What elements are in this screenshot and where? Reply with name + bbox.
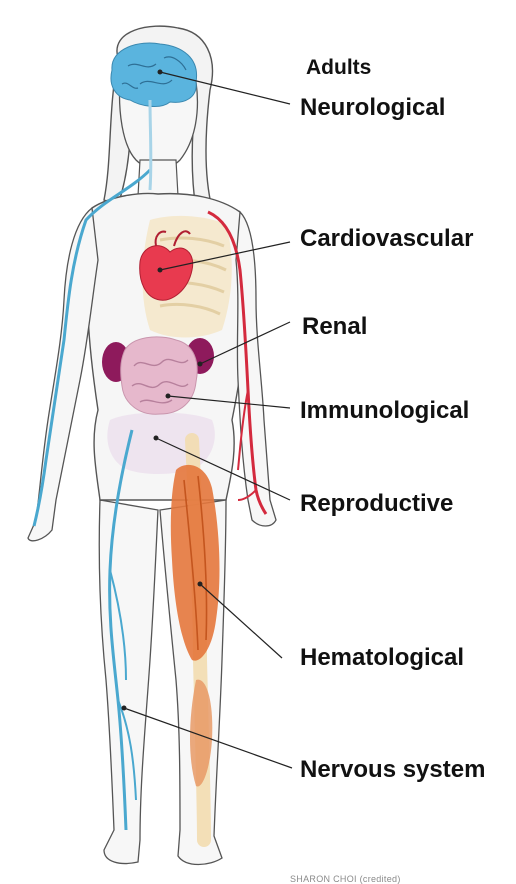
label-cardiovascular: Cardiovascular — [300, 225, 473, 253]
brain — [111, 43, 197, 106]
dot-cardiovascular — [158, 268, 163, 273]
dot-immunological — [166, 394, 171, 399]
image-credit: SHARON CHOI (credited) — [290, 874, 401, 884]
label-immunological: Immunological — [300, 397, 469, 425]
dot-hematological — [198, 582, 203, 587]
label-hematological: Hematological — [300, 644, 464, 672]
left-arm — [28, 208, 98, 541]
diagram-title: Adults — [306, 56, 371, 80]
label-nervous-system: Nervous system — [300, 756, 485, 784]
dot-renal — [198, 362, 203, 367]
dot-reproductive — [154, 436, 159, 441]
label-renal: Renal — [302, 313, 367, 341]
label-neurological: Neurological — [300, 94, 445, 122]
left-leg — [99, 500, 158, 864]
vein-head — [150, 100, 151, 190]
dot-neurological — [158, 70, 163, 75]
dot-nervous-system — [122, 706, 127, 711]
neck — [138, 160, 178, 196]
label-reproductive: Reproductive — [300, 490, 453, 518]
